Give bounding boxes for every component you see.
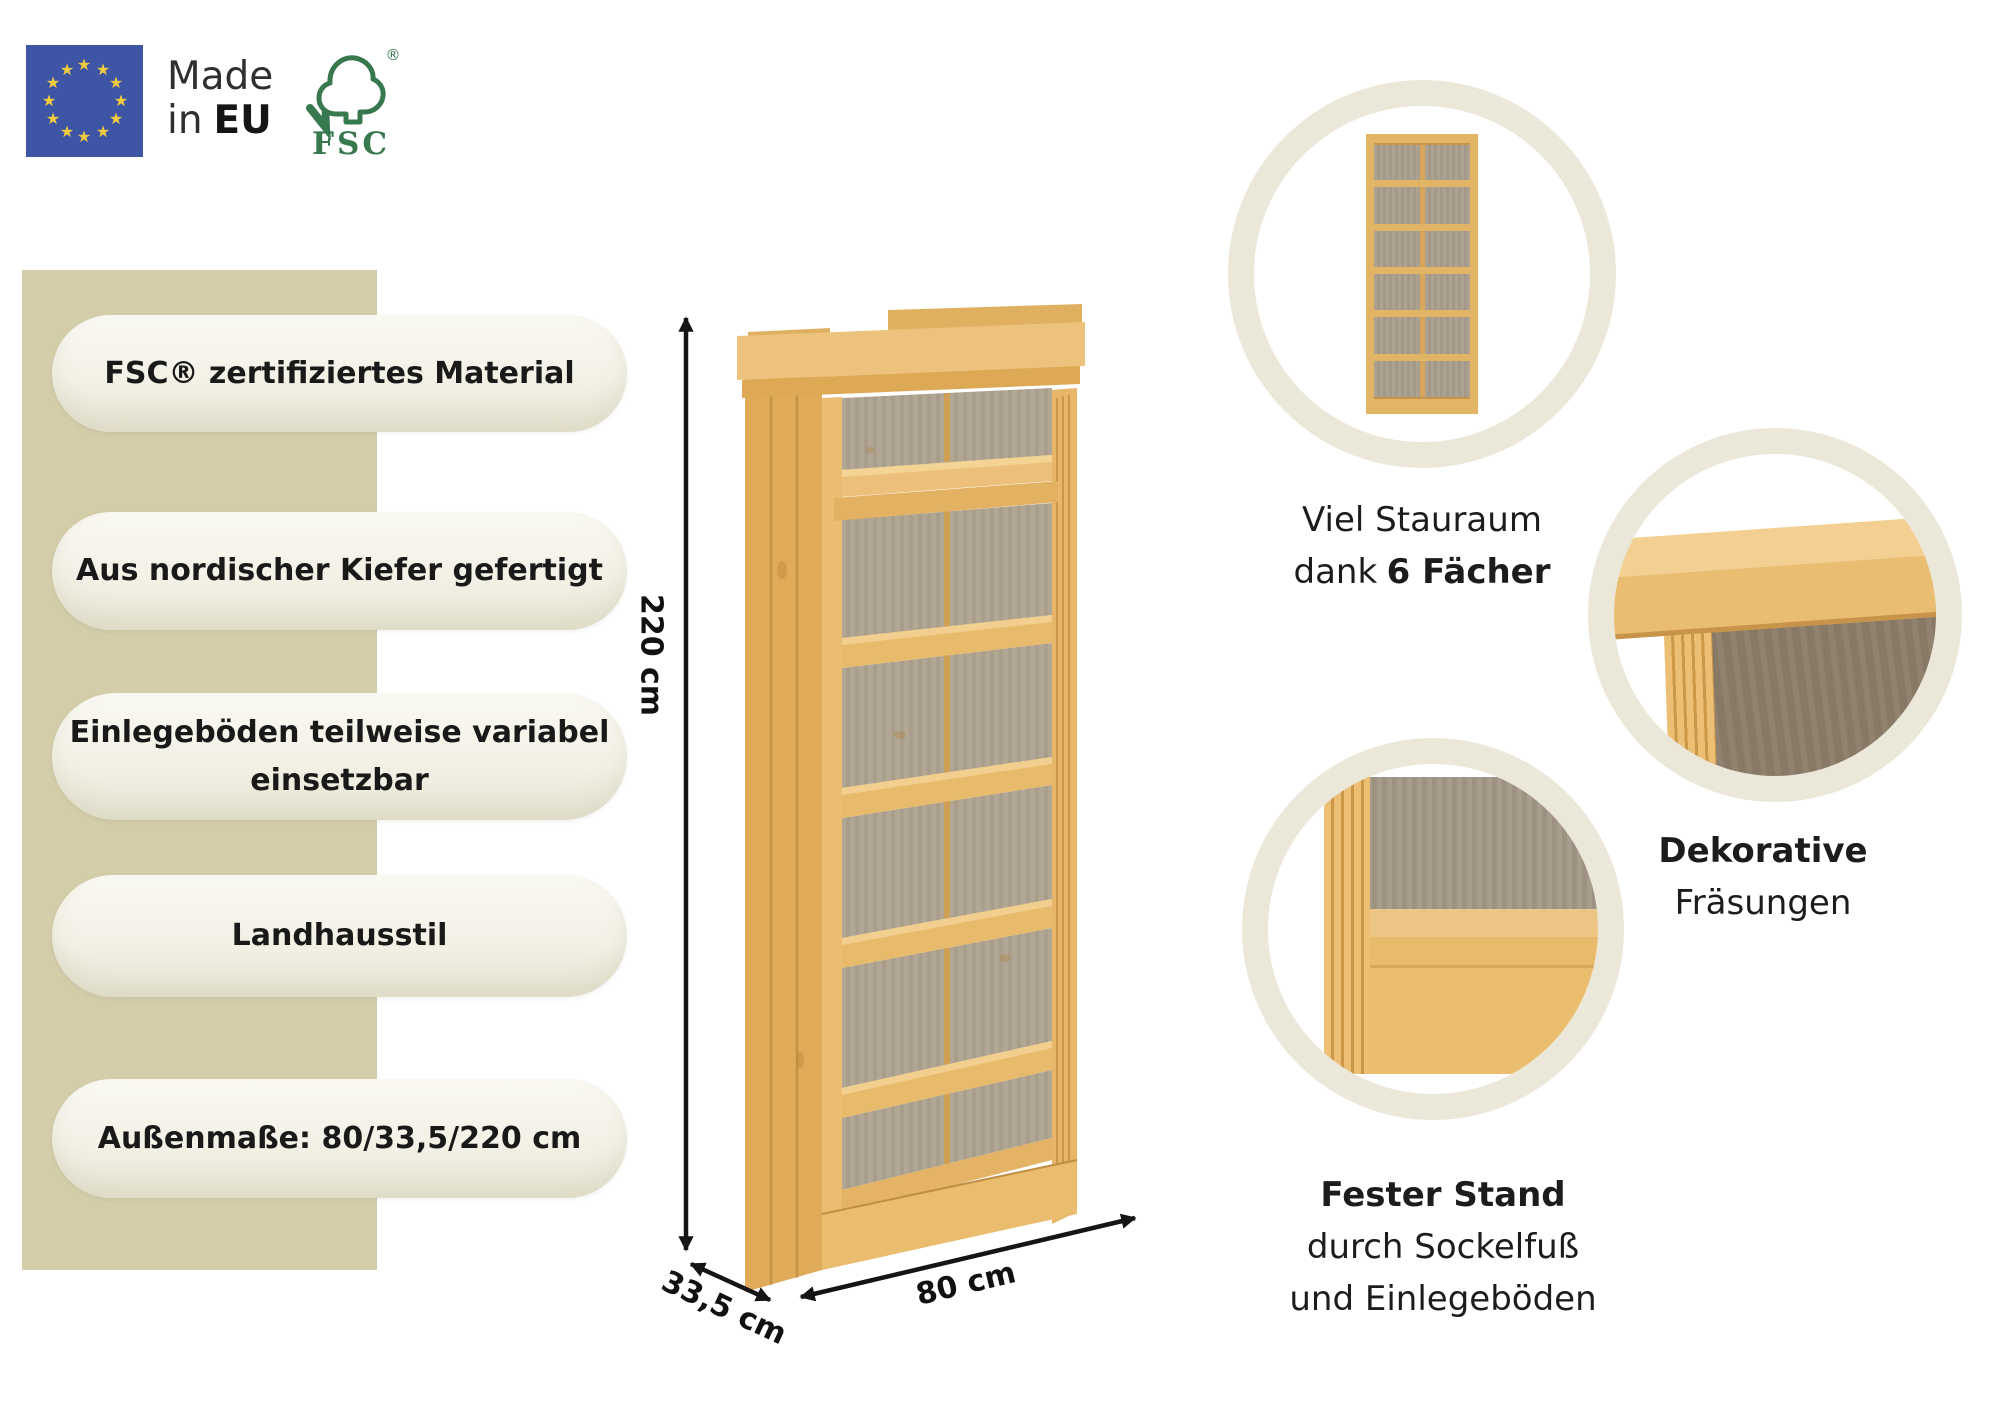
stand-detail-image bbox=[1268, 764, 1598, 1094]
stand-caption: Fester Stand durch Sockelfuß und Einlege… bbox=[1289, 1169, 1596, 1325]
eu-star-icon: ★ bbox=[108, 73, 124, 92]
shelf-board-detail bbox=[1367, 909, 1598, 943]
fsc-registered-mark: ® bbox=[386, 46, 401, 64]
height-dimension-label: 220 cm bbox=[633, 593, 669, 717]
eu-star-icon: ★ bbox=[113, 91, 129, 110]
eu-star-icon: ★ bbox=[59, 60, 75, 79]
width-dimension-label: 80 cm bbox=[912, 1255, 1020, 1313]
mini-bookshelf-front-view bbox=[1366, 134, 1478, 414]
milling-caption: Dekorative Fräsungen bbox=[1658, 825, 1867, 929]
feature-pill-adjustable-shelves: Einlegeböden teilweise variabel einsetzb… bbox=[52, 693, 627, 820]
eu-flag-icon: ★ ★ ★ ★ ★ ★ ★ ★ ★ ★ ★ ★ bbox=[26, 45, 143, 157]
back-panel-detail bbox=[1367, 777, 1598, 916]
back-panel-detail bbox=[1707, 602, 1936, 776]
eu-star-icon: ★ bbox=[95, 60, 111, 79]
feature-text: FSC® zertifiziertes Material bbox=[104, 355, 575, 391]
eu-star-icon: ★ bbox=[59, 122, 75, 141]
stand-caption-line2: durch Sockelfuß bbox=[1306, 1227, 1580, 1267]
storage-detail-image bbox=[1254, 106, 1590, 442]
callout-circle-storage bbox=[1228, 80, 1616, 468]
feature-pill-fsc-material: FSC® zertifiziertes Material bbox=[52, 315, 627, 432]
stand-caption-line3: und Einlegeböden bbox=[1289, 1279, 1597, 1319]
callout-circle-milling bbox=[1588, 428, 1962, 802]
fsc-tree-icon: ® FSC bbox=[306, 46, 401, 162]
fluted-pilaster-detail bbox=[1324, 764, 1371, 1075]
feature-pill-country-style: Landhausstil bbox=[52, 875, 627, 997]
fsc-wordmark: FSC bbox=[312, 126, 390, 162]
plinth-detail bbox=[1367, 965, 1598, 1075]
eu-star-icon: ★ bbox=[45, 109, 61, 128]
eu-star-icon: ★ bbox=[76, 55, 92, 74]
feature-pill-outer-dimensions: Außenmaße: 80/33,5/220 cm bbox=[52, 1079, 627, 1198]
dimension-arrows bbox=[678, 316, 1137, 1303]
mini-shelf-base bbox=[1374, 397, 1470, 414]
depth-dimension-label: 33,5 cm bbox=[656, 1263, 792, 1353]
callout-circle-stand bbox=[1242, 738, 1624, 1120]
eu-star-icon: ★ bbox=[108, 109, 124, 128]
stand-caption-line1: Fester Stand bbox=[1320, 1175, 1566, 1215]
milling-caption-line1: Dekorative bbox=[1658, 831, 1868, 871]
made-line1: Made bbox=[167, 54, 274, 99]
storage-caption-line1: Viel Stauraum bbox=[1302, 500, 1542, 540]
eu-star-icon: ★ bbox=[95, 122, 111, 141]
feature-text: Aus nordischer Kiefer gefertigt bbox=[76, 553, 603, 588]
feature-text-line2: einsetzbar bbox=[250, 762, 429, 798]
feature-text-line1: Einlegeböden teilweise variabel bbox=[69, 714, 610, 750]
feature-pill-nordic-pine: Aus nordischer Kiefer gefertigt bbox=[52, 512, 627, 630]
eu-star-icon: ★ bbox=[41, 91, 57, 110]
feature-text: Landhausstil bbox=[231, 918, 448, 953]
mini-shelf-cap bbox=[1374, 134, 1470, 145]
eu-star-icon: ★ bbox=[45, 73, 61, 92]
milling-detail-image bbox=[1614, 454, 1936, 776]
front-rail-detail bbox=[1353, 937, 1598, 971]
eu-star-icon: ★ bbox=[76, 127, 92, 146]
feature-text: Außenmaße: 80/33,5/220 cm bbox=[97, 1120, 582, 1156]
fsc-logo: ® FSC bbox=[296, 44, 406, 162]
milling-caption-line2: Fräsungen bbox=[1674, 883, 1852, 923]
